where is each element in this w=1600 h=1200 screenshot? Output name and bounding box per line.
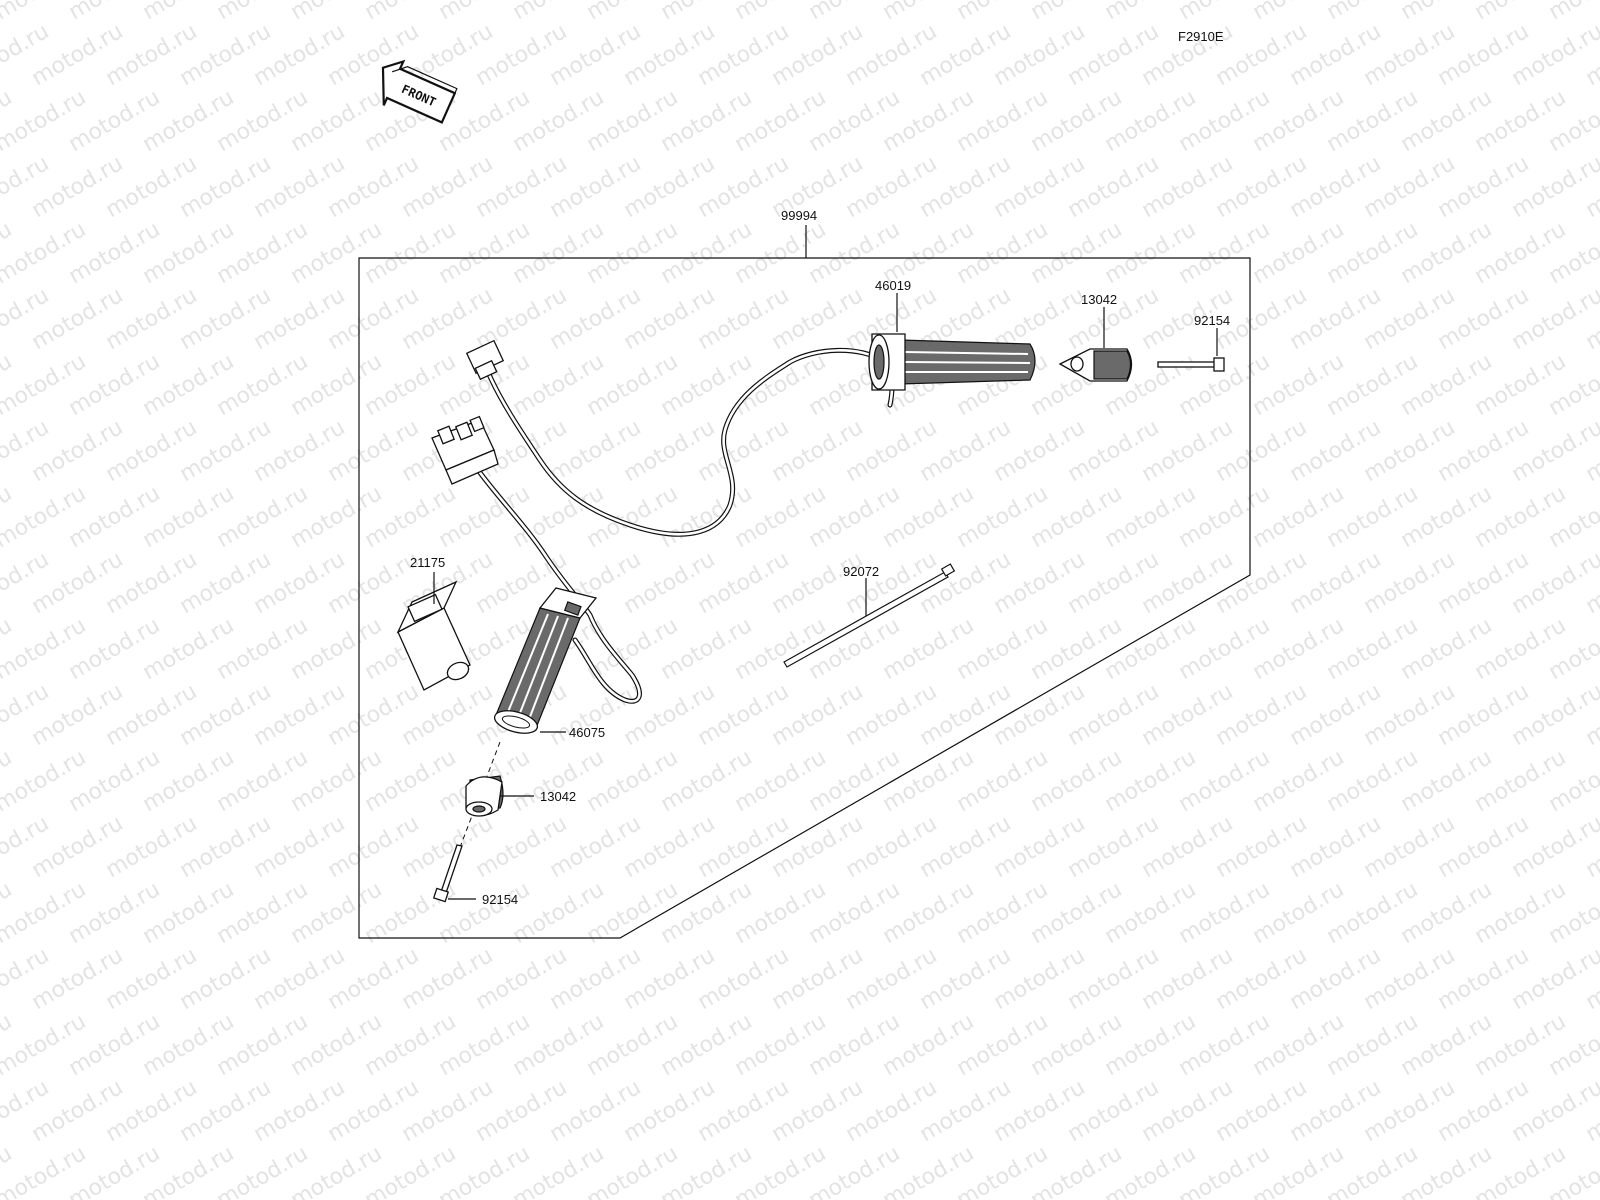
label-controller: 21175	[410, 555, 445, 570]
label-assembly: 99994	[781, 208, 817, 223]
grip-left-icon	[493, 587, 598, 734]
cable-tie-icon	[783, 563, 956, 668]
label-weight-left: 13042	[540, 789, 576, 804]
label-bolt-right: 92154	[1194, 313, 1230, 328]
label-cable-tie: 92072	[843, 564, 879, 579]
connector-large-icon	[431, 415, 499, 485]
grip-right-icon	[868, 333, 1036, 391]
label-grip-right: 46019	[875, 278, 911, 293]
label-grip-left: 46075	[569, 725, 605, 740]
label-bolt-left: 92154	[482, 892, 518, 907]
bar-end-weight-right-icon	[1058, 348, 1133, 382]
connector-small-icon	[465, 339, 505, 381]
front-arrow-icon: FRONT	[381, 59, 458, 124]
bolt-left-icon	[432, 844, 463, 903]
diagram-code: F2910E	[1178, 29, 1224, 44]
controller-unit-icon	[396, 580, 471, 691]
bar-end-weight-left-icon	[465, 775, 504, 817]
axis-line-left	[439, 741, 501, 901]
label-weight-right: 13042	[1081, 292, 1117, 307]
wiring-harness	[475, 347, 895, 704]
assembly-boundary	[358, 257, 1251, 939]
bolt-right-icon	[1157, 357, 1225, 372]
